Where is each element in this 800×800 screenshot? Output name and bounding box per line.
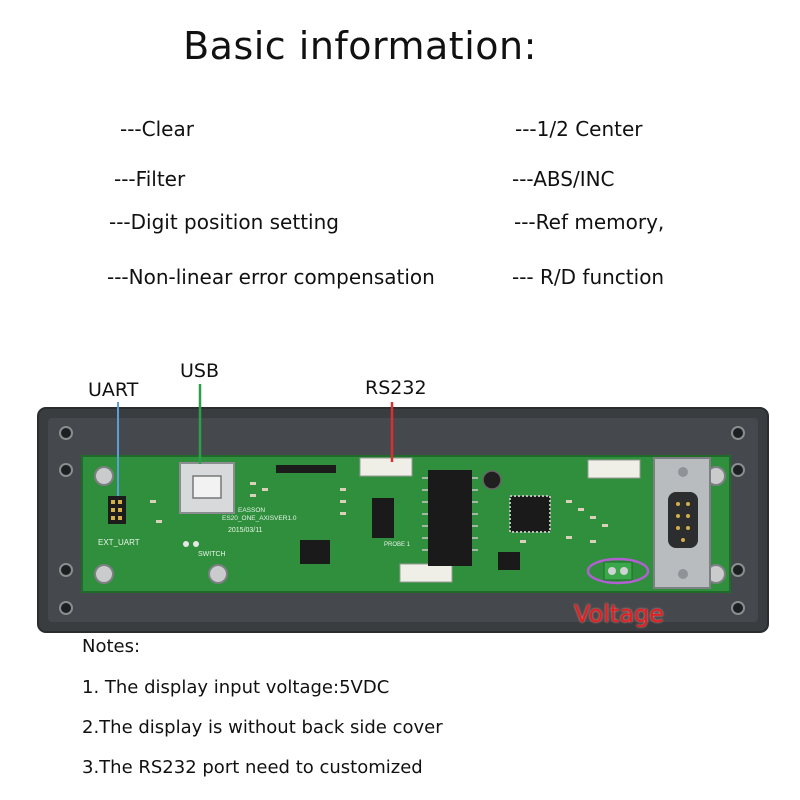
notes-heading: Notes: xyxy=(82,636,141,657)
brand-silkscreen: EASSON xyxy=(238,507,265,514)
feature-half-center: ---1/2 Center xyxy=(515,117,643,141)
microcontroller xyxy=(509,495,551,533)
rs232-connector xyxy=(359,457,413,477)
small-ic-1 xyxy=(372,498,394,538)
case-screws xyxy=(59,426,745,615)
feature-clear: ---Clear xyxy=(120,117,194,141)
feature-digit-position: ---Digit position setting xyxy=(109,210,339,234)
pin-header xyxy=(276,465,336,473)
date-silkscreen: 2015/03/11 xyxy=(228,527,263,534)
note-item-3: 3.The RS232 port need to customized xyxy=(82,757,423,778)
top-right-connector xyxy=(587,459,641,479)
switch-silkscreen: SWITCH xyxy=(198,551,226,558)
small-ic-2 xyxy=(300,540,330,564)
rs232-label: RS232 xyxy=(365,377,427,399)
main-ic xyxy=(422,470,478,566)
feature-abs-inc: ---ABS/INC xyxy=(512,167,615,191)
probe-silkscreen: PROBE 1 xyxy=(384,542,411,548)
note-item-1: 1. The display input voltage:5VDC xyxy=(82,677,390,698)
smd-components xyxy=(150,482,608,543)
ext-uart-silkscreen: EXT_UART xyxy=(98,538,140,547)
usb-connector xyxy=(179,462,235,514)
capacitor xyxy=(482,470,502,490)
voltage-highlight-ring xyxy=(586,557,650,585)
voltage-label: Voltage xyxy=(574,600,665,628)
version-silkscreen: ES20_ONE_AXISVER1.0 xyxy=(222,515,297,522)
feature-filter: ---Filter xyxy=(114,167,186,191)
uart-label: UART xyxy=(88,379,139,401)
probe-connector xyxy=(399,563,453,583)
regulator xyxy=(498,552,520,570)
db9-connector xyxy=(653,457,711,589)
voltage-terminal xyxy=(603,561,633,581)
feature-ref-memory: ---Ref memory, xyxy=(514,210,665,234)
pcb-screws xyxy=(94,466,726,584)
ext-uart-header xyxy=(108,496,126,524)
switch-pads xyxy=(183,541,199,547)
feature-nonlinear-compensation: ---Non-linear error compensation xyxy=(107,265,435,289)
note-item-2: 2.The display is without back side cover xyxy=(82,717,443,738)
feature-rd-function: --- R/D function xyxy=(512,265,665,289)
page-title: Basic information: xyxy=(183,24,537,68)
usb-label: USB xyxy=(180,360,220,382)
